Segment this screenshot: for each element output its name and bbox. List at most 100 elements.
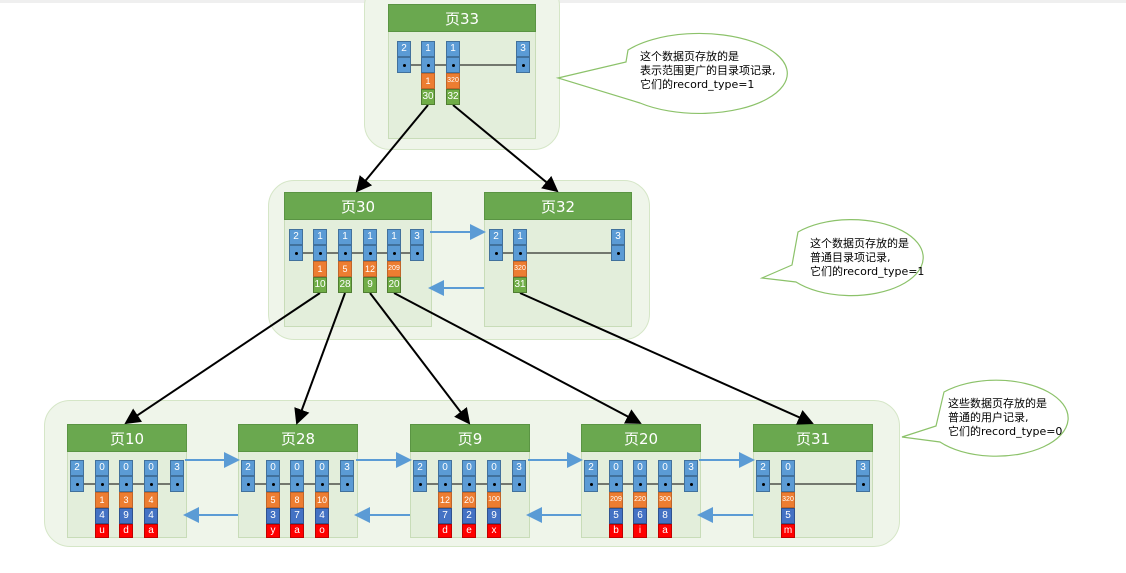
primary-key-cell: 320	[513, 261, 527, 277]
next-record-pointer	[413, 476, 427, 492]
child-page-pointer: 10	[313, 277, 327, 293]
record-type-cell: 1	[513, 229, 527, 245]
pointer-dot-icon	[664, 483, 667, 486]
pointer-dot-icon	[590, 483, 593, 486]
pointer-dot-icon	[519, 252, 522, 255]
callout-line: 这个数据页存放的是	[640, 50, 739, 63]
record-type-cell: 0	[144, 460, 158, 476]
next-record-pointer	[315, 476, 329, 492]
next-record-pointer	[512, 476, 526, 492]
child-page-pointer: 30	[421, 89, 435, 105]
pointer-dot-icon	[862, 483, 865, 486]
callout-internal-text: 这个数据页存放的是 普通目录项记录, 它们的record_type=1	[810, 237, 924, 279]
next-record-pointer	[387, 245, 401, 261]
pointer-dot-icon	[639, 483, 642, 486]
column-c2-cell: 4	[144, 508, 158, 524]
column-c3-cell: e	[462, 524, 476, 538]
record-type-cell: 0	[119, 460, 133, 476]
next-record-pointer	[338, 245, 352, 261]
pointer-dot-icon	[452, 64, 455, 67]
data-page-p32[interactable]: 页32	[484, 192, 632, 327]
top-bar	[0, 0, 1126, 3]
next-record-pointer	[119, 476, 133, 492]
callout-line: 表示范围更广的目录项记录,	[640, 64, 776, 77]
primary-key-cell: 5	[266, 492, 280, 508]
pointer-dot-icon	[416, 252, 419, 255]
record-type-cell: 1	[421, 41, 435, 57]
pointer-dot-icon	[690, 483, 693, 486]
pointer-dot-icon	[444, 483, 447, 486]
child-page-pointer: 9	[363, 277, 377, 293]
pointer-dot-icon	[617, 252, 620, 255]
supremum-record: 3	[170, 460, 184, 476]
column-c2-cell: 9	[487, 508, 501, 524]
next-record-pointer	[421, 57, 435, 73]
record-type-cell: 0	[658, 460, 672, 476]
column-c2-cell: 8	[658, 508, 672, 524]
pointer-dot-icon	[150, 483, 153, 486]
supremum-record: 3	[340, 460, 354, 476]
primary-key-cell: 12	[363, 261, 377, 277]
infimum-record: 2	[413, 460, 427, 476]
callout-line: 普通的用户记录,	[948, 411, 1029, 424]
next-record-pointer	[781, 476, 795, 492]
pointer-dot-icon	[762, 483, 765, 486]
primary-key-cell: 10	[315, 492, 329, 508]
infimum-record: 2	[289, 229, 303, 245]
pointer-dot-icon	[295, 252, 298, 255]
next-record-pointer	[363, 245, 377, 261]
pointer-dot-icon	[403, 64, 406, 67]
pointer-dot-icon	[495, 252, 498, 255]
record-type-cell: 1	[313, 229, 327, 245]
next-record-pointer	[633, 476, 647, 492]
column-c2-cell: 3	[266, 508, 280, 524]
next-record-pointer	[170, 476, 184, 492]
pointer-dot-icon	[427, 64, 430, 67]
supremum-record: 3	[516, 41, 530, 57]
next-record-pointer	[144, 476, 158, 492]
next-record-pointer	[397, 57, 411, 73]
record-type-cell: 0	[315, 460, 329, 476]
primary-key-cell: 20	[462, 492, 476, 508]
next-record-pointer	[95, 476, 109, 492]
infimum-record: 2	[756, 460, 770, 476]
pointer-dot-icon	[76, 483, 79, 486]
infimum-record: 2	[489, 229, 503, 245]
child-page-pointer: 32	[446, 89, 460, 105]
next-record-pointer	[513, 245, 527, 261]
record-type-cell: 0	[290, 460, 304, 476]
pointer-dot-icon	[319, 252, 322, 255]
supremum-record: 3	[611, 229, 625, 245]
pointer-dot-icon	[369, 252, 372, 255]
next-record-pointer	[313, 245, 327, 261]
column-c2-cell: 4	[315, 508, 329, 524]
next-record-pointer	[611, 245, 625, 261]
next-record-pointer	[609, 476, 623, 492]
primary-key-cell: 209	[387, 261, 401, 277]
page-title: 页30	[284, 192, 432, 220]
infimum-record: 2	[584, 460, 598, 476]
column-c2-cell: 9	[119, 508, 133, 524]
column-c3-cell: x	[487, 524, 501, 538]
supremum-record: 3	[512, 460, 526, 476]
record-type-cell: 0	[95, 460, 109, 476]
pointer-dot-icon	[493, 483, 496, 486]
record-type-cell: 1	[387, 229, 401, 245]
primary-key-cell: 300	[658, 492, 672, 508]
column-c2-cell: 5	[781, 508, 795, 524]
next-record-pointer	[462, 476, 476, 492]
next-record-pointer	[487, 476, 501, 492]
record-type-cell: 0	[781, 460, 795, 476]
next-record-pointer	[266, 476, 280, 492]
child-page-pointer: 31	[513, 277, 527, 293]
next-record-pointer	[446, 57, 460, 73]
primary-key-cell: 1	[313, 261, 327, 277]
infimum-record: 2	[241, 460, 255, 476]
callout-line: 它们的record_type=1	[810, 265, 925, 278]
data-page-p31[interactable]: 页31	[753, 424, 873, 538]
pointer-dot-icon	[296, 483, 299, 486]
primary-key-cell: 12	[438, 492, 452, 508]
record-type-cell: 1	[446, 41, 460, 57]
primary-key-cell: 1	[421, 73, 435, 89]
record-type-cell: 1	[363, 229, 377, 245]
